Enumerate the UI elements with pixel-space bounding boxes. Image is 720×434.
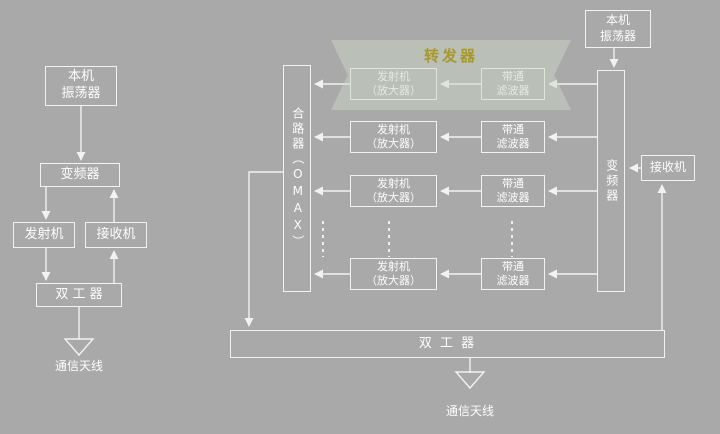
local-oscillator-right-line1: 本机: [605, 13, 630, 28]
amplifier-box-row3: 发射机 （放大器）: [350, 175, 437, 207]
antenna-left-icon: [63, 338, 95, 357]
receiver-left-box: 接收机: [85, 222, 147, 248]
frequency-converter-right-box: 变频器: [597, 70, 625, 292]
transmitter-box: 发射机: [13, 222, 75, 248]
amplifier-row4-line2: （放大器）: [366, 274, 421, 287]
amplifier-row2-line2: （放大器）: [366, 137, 421, 150]
antenna-right-icon: [454, 371, 486, 390]
local-oscillator-left-line1: 本机: [67, 69, 94, 85]
local-oscillator-right-box: 本机 振荡器: [585, 10, 651, 48]
transmitter-label: 发射机: [24, 226, 64, 242]
antenna-left-label: 通信天线: [54, 359, 103, 373]
filter-row3-line1: 带通: [502, 177, 524, 191]
combiner-omax-box: 合路器（OMAX）: [283, 65, 311, 292]
filter-row3-line2: 滤波器: [496, 191, 530, 204]
channel-ellipsis-dots: [322, 221, 611, 257]
duplexer-left-label: 双 工 器: [55, 286, 103, 302]
transponder-label: 转发器: [423, 47, 478, 65]
local-oscillator-right-line2: 振荡器: [599, 29, 636, 43]
bandpass-filter-box-row4: 带通 滤波器: [481, 258, 545, 290]
frequency-converter-left-label: 变频器: [60, 166, 100, 182]
bandpass-filter-box-row3: 带通 滤波器: [481, 175, 545, 207]
amplifier-box-row4: 发射机 （放大器）: [350, 258, 437, 290]
filter-row2-line1: 带通: [502, 123, 524, 137]
antenna-right-label: 通信天线: [445, 404, 494, 418]
receiver-left-label: 接收机: [96, 226, 136, 242]
filter-row4-line1: 带通: [502, 260, 524, 274]
local-oscillator-left-box: 本机 振荡器: [45, 66, 117, 106]
frequency-converter-right-label: 变频器: [604, 158, 619, 204]
amplifier-row2-line1: 发射机: [377, 123, 410, 137]
duplexer-right-label: 双 工 器: [418, 335, 477, 351]
receiver-right-box: 接收机: [641, 155, 695, 181]
duplexer-right-box: 双 工 器: [230, 330, 665, 358]
combiner-omax-label: 合路器（OMAX）: [290, 107, 305, 250]
amplifier-box-row2: 发射机 （放大器）: [350, 121, 437, 153]
duplexer-left-box: 双 工 器: [36, 283, 122, 307]
amplifier-row4-line1: 发射机: [377, 260, 410, 274]
receiver-right-label: 接收机: [649, 160, 686, 175]
amplifier-row3-line2: （放大器）: [366, 191, 421, 204]
transponder-highlight: 转发器: [331, 40, 571, 110]
filter-row2-line2: 滤波器: [496, 137, 530, 150]
amplifier-row3-line1: 发射机: [377, 177, 410, 191]
left-diagram-wires: [41, 106, 119, 357]
arrow-combiner-to-duplexer: [244, 171, 283, 327]
frequency-converter-left-box: 变频器: [40, 163, 120, 187]
bandpass-filter-box-row2: 带通 滤波器: [481, 121, 545, 153]
local-oscillator-left-line2: 振荡器: [61, 86, 101, 101]
filter-row4-line2: 滤波器: [496, 274, 530, 287]
